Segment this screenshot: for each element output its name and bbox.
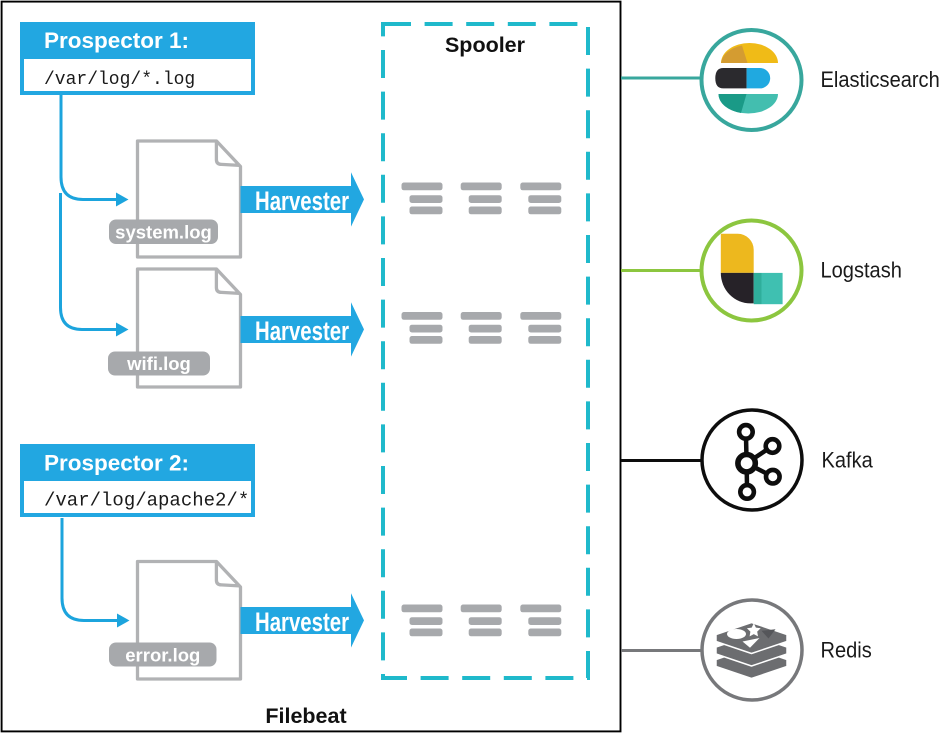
svg-text:Elasticsearch: Elasticsearch [821, 68, 940, 92]
svg-text:system.log: system.log [115, 222, 212, 243]
svg-text:Filebeat: Filebeat [265, 704, 346, 728]
svg-text:Prospector 1:: Prospector 1: [44, 28, 189, 53]
svg-text:Harvester: Harvester [255, 318, 349, 347]
svg-text:Harvester: Harvester [255, 188, 349, 217]
svg-text:Kafka: Kafka [822, 449, 874, 473]
svg-text:error.log: error.log [125, 645, 200, 666]
svg-text:Spooler: Spooler [445, 33, 526, 57]
svg-text:Prospector 2:: Prospector 2: [44, 450, 189, 475]
svg-text:Logstash: Logstash [821, 259, 902, 283]
svg-text:Harvester: Harvester [255, 609, 349, 638]
svg-text:/var/log/*.log: /var/log/*.log [44, 70, 195, 90]
svg-text:wifi.log: wifi.log [126, 353, 191, 374]
svg-text:/var/log/apache2/*: /var/log/apache2/* [44, 489, 249, 511]
svg-text:Redis: Redis [821, 639, 872, 663]
